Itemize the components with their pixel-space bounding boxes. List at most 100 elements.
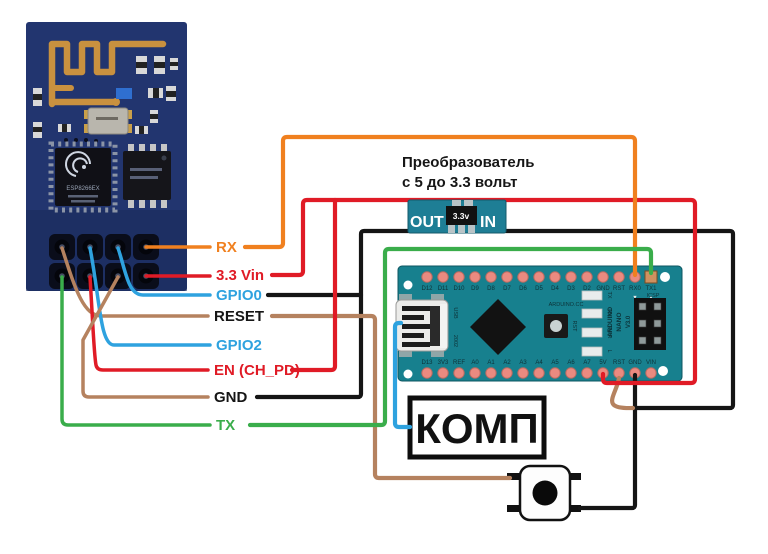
esp-fanout-wires	[60, 245, 212, 427]
nano-name-silkscreen: ARDUINO NANO V3.0	[607, 307, 632, 337]
svg-text:A5: A5	[551, 360, 559, 366]
svg-text:GND: GND	[628, 360, 642, 366]
svg-text:5V: 5V	[599, 360, 606, 366]
wire-gnd-net	[254, 228, 736, 411]
wire-gpio0-stub	[116, 246, 212, 297]
icsp-silkscreen: ICSP	[647, 293, 660, 299]
converter-in-label: IN	[480, 214, 496, 231]
svg-text:D7: D7	[503, 286, 511, 292]
espressif-logo-icon	[65, 151, 91, 177]
esp-crystal	[84, 107, 132, 135]
rst-silkscreen: RST	[571, 321, 577, 333]
nano-led-labels: TX RX PWR L	[606, 291, 612, 352]
svg-text:PWR: PWR	[606, 326, 612, 339]
wire-tx-stub	[60, 275, 212, 427]
label-gnd: GND	[214, 389, 248, 406]
svg-text:A7: A7	[583, 360, 591, 366]
reset-push-button	[507, 464, 581, 522]
svg-text:D13: D13	[421, 360, 433, 366]
label-en: EN (CH_PD)	[214, 362, 300, 379]
svg-text:D4: D4	[551, 286, 559, 292]
wire-vin-to-converter-to-5v	[269, 197, 698, 386]
nano-bottom-pin-labels: D13 3V3 REF A0 A1 A2 A3 A4 A5 A6 A7 5V R…	[421, 360, 656, 366]
nano-mount-hole	[660, 272, 670, 282]
esp8266ex-chip: ESP8266EX	[48, 141, 118, 213]
nano-top-pin-row	[421, 270, 658, 284]
svg-text:VIN: VIN	[646, 360, 656, 366]
usb-year-marking: 2002	[452, 335, 458, 347]
nano-mount-hole	[658, 366, 668, 376]
wire-tx-to-tx1	[247, 246, 654, 428]
svg-text:TX1: TX1	[645, 286, 657, 292]
svg-text:RST: RST	[613, 286, 625, 292]
esp-antenna-trace	[48, 40, 167, 108]
svg-text:RST: RST	[613, 360, 625, 366]
nano-mount-hole	[403, 369, 413, 379]
wire-rx-to-rx0	[242, 134, 638, 278]
svg-text:3V3: 3V3	[438, 360, 449, 366]
nano-mount-hole	[403, 280, 413, 290]
svg-text:A4: A4	[535, 360, 543, 366]
converter-regulator-chip	[446, 206, 477, 225]
svg-text:A0: A0	[471, 360, 479, 366]
converter-chip-label: 3.3v	[453, 211, 470, 221]
esp-antenna-feed-dot	[112, 98, 120, 106]
label-gpio0: GPIO0	[216, 287, 262, 304]
label-reset: RESET	[214, 308, 264, 325]
svg-text:D6: D6	[519, 286, 527, 292]
svg-text:L: L	[606, 349, 612, 352]
label-vin: 3.3 Vin	[216, 267, 264, 284]
wire-gnd-stub	[81, 275, 210, 399]
esp-pin-labels: RX 3.3 Vin GPIO0 RESET GPIO2 EN (CH_PD) …	[214, 239, 300, 434]
usb-silkscreen: USB	[452, 307, 458, 319]
svg-text:RX0: RX0	[629, 286, 641, 292]
label-gpio2: GPIO2	[216, 337, 262, 354]
converter-title-line2: с 5 до 3.3 вольт	[402, 174, 517, 191]
svg-text:D10: D10	[453, 286, 465, 292]
svg-text:A1: A1	[487, 360, 495, 366]
wire-usb-to-computer	[392, 320, 413, 430]
svg-text:NANO: NANO	[616, 312, 623, 331]
arduino-cc-silkscreen: ARDUINO.CC	[549, 302, 584, 308]
wire-en-branch	[289, 197, 338, 373]
svg-text:D12: D12	[421, 286, 433, 292]
arduino-nano-board: D12 D11 D10 D9 D8 D7 D6 D5 D4 D3 D2 GND …	[395, 265, 683, 382]
label-tx: TX	[216, 417, 235, 434]
svg-text:A3: A3	[519, 360, 527, 366]
nano-reset-button	[544, 314, 568, 338]
label-rx: RX	[216, 239, 237, 256]
svg-text:D8: D8	[487, 286, 495, 292]
wire-en-stub	[88, 275, 210, 372]
voltage-converter: Преобразователь с 5 до 3.3 вольт OUT IN …	[402, 154, 534, 234]
svg-text:D9: D9	[471, 286, 479, 292]
converter-title-line1: Преобразователь	[402, 154, 534, 171]
routed-wires	[242, 134, 736, 511]
esp-chip-marking: ESP8266EX	[66, 186, 99, 192]
esp-smd-components	[33, 56, 178, 143]
svg-text:V3.0: V3.0	[626, 315, 632, 328]
wire-gndpin-to-button	[577, 372, 638, 511]
svg-text:REF: REF	[453, 360, 465, 366]
computer-box: КОМП	[407, 395, 547, 460]
nano-icsp-header	[634, 298, 666, 350]
esp-flash-chip	[123, 144, 171, 208]
svg-text:TX: TX	[606, 291, 612, 298]
svg-text:A2: A2	[503, 360, 511, 366]
svg-text:D5: D5	[535, 286, 543, 292]
svg-text:A6: A6	[567, 360, 575, 366]
converter-out-label: OUT	[410, 214, 444, 231]
svg-text:D3: D3	[567, 286, 575, 292]
nano-bottom-pin-row	[421, 367, 657, 379]
svg-text:D2: D2	[583, 286, 591, 292]
nano-mcu-chip	[470, 299, 526, 355]
usb-mini-connector	[395, 294, 449, 357]
svg-text:ARDUINO: ARDUINO	[607, 307, 614, 337]
button-cap	[532, 480, 558, 506]
svg-text:GND: GND	[596, 286, 610, 292]
svg-text:RX: RX	[606, 309, 612, 317]
wire-reset-to-button	[269, 313, 513, 481]
esp8266-module: ESP8266EX	[26, 22, 187, 291]
wire-gpio2-stub	[88, 246, 212, 347]
